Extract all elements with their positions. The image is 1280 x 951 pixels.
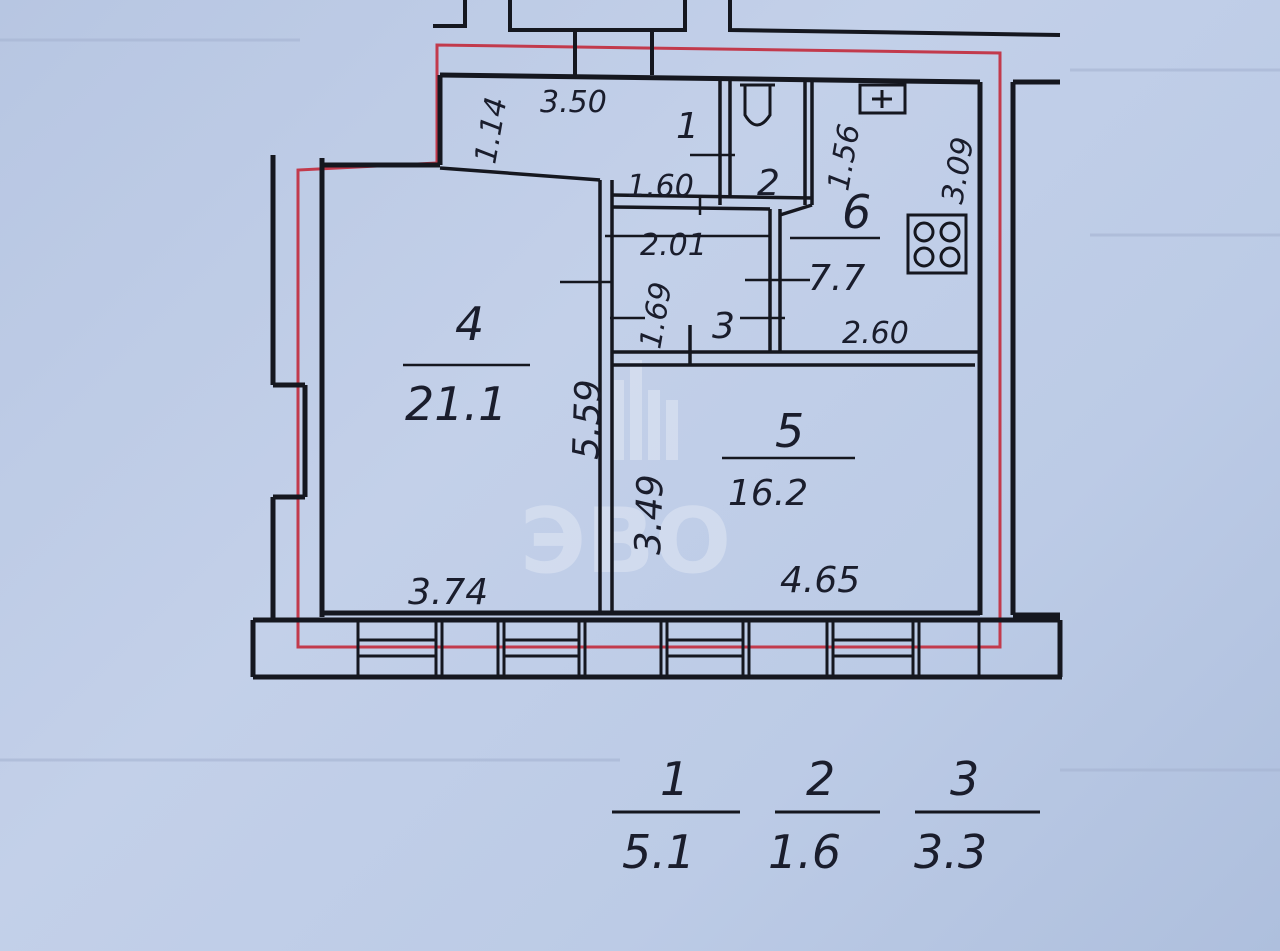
dim-room4-height: 5.59 <box>566 379 610 461</box>
room-3-number: 3 <box>712 306 735 347</box>
room-5-area: 16.2 <box>728 473 808 514</box>
sink-icon <box>858 83 907 115</box>
dim-kitchen-height: 3.09 <box>935 135 981 207</box>
room-6-area: 7.7 <box>808 258 865 299</box>
summary-1-number: 1 <box>660 752 689 806</box>
summary-3-number: 3 <box>950 752 979 806</box>
stove-icon <box>906 213 968 275</box>
room-1-dim-width: 1.60 <box>627 169 694 204</box>
room-4-area: 21.1 <box>405 377 507 431</box>
dim-room4-width: 3.74 <box>408 572 488 613</box>
watermark-text: ЭВО <box>520 489 731 594</box>
dim-bath-height: 1.56 <box>821 122 867 194</box>
summary-2-number: 2 <box>806 752 835 806</box>
dim-room5-width: 4.65 <box>780 560 860 601</box>
toilet-icon <box>740 83 775 127</box>
summary-table: 1 5.1 2 1.6 3 3.3 <box>612 752 1040 879</box>
dim-hall-height: 1.69 <box>633 280 679 352</box>
windows <box>356 618 981 679</box>
background-ghost-lines <box>0 38 1280 772</box>
dim-corridor-width: 1.14 <box>468 95 514 167</box>
dim-hall-width: 2.01 <box>640 228 707 263</box>
room-2-number: 2 <box>757 163 780 204</box>
summary-2-area: 1.6 <box>768 825 841 879</box>
watermark: ЭВО <box>520 360 731 594</box>
summary-1-area: 5.1 <box>622 825 695 879</box>
room-4-number: 4 <box>455 297 484 351</box>
dim-room5-height: 3.49 <box>628 474 672 556</box>
interior-partitions <box>439 78 980 613</box>
summary-3-area: 3.3 <box>914 825 987 879</box>
adjacent-walls-top <box>433 0 1061 75</box>
dim-corridor-length: 3.50 <box>540 85 607 120</box>
room-6-number: 6 <box>842 185 871 239</box>
room-1-number: 1 <box>676 106 699 147</box>
dim-kitchen-width: 2.60 <box>842 316 909 351</box>
dimension-ticks <box>403 153 880 460</box>
room-5-number: 5 <box>775 404 804 458</box>
